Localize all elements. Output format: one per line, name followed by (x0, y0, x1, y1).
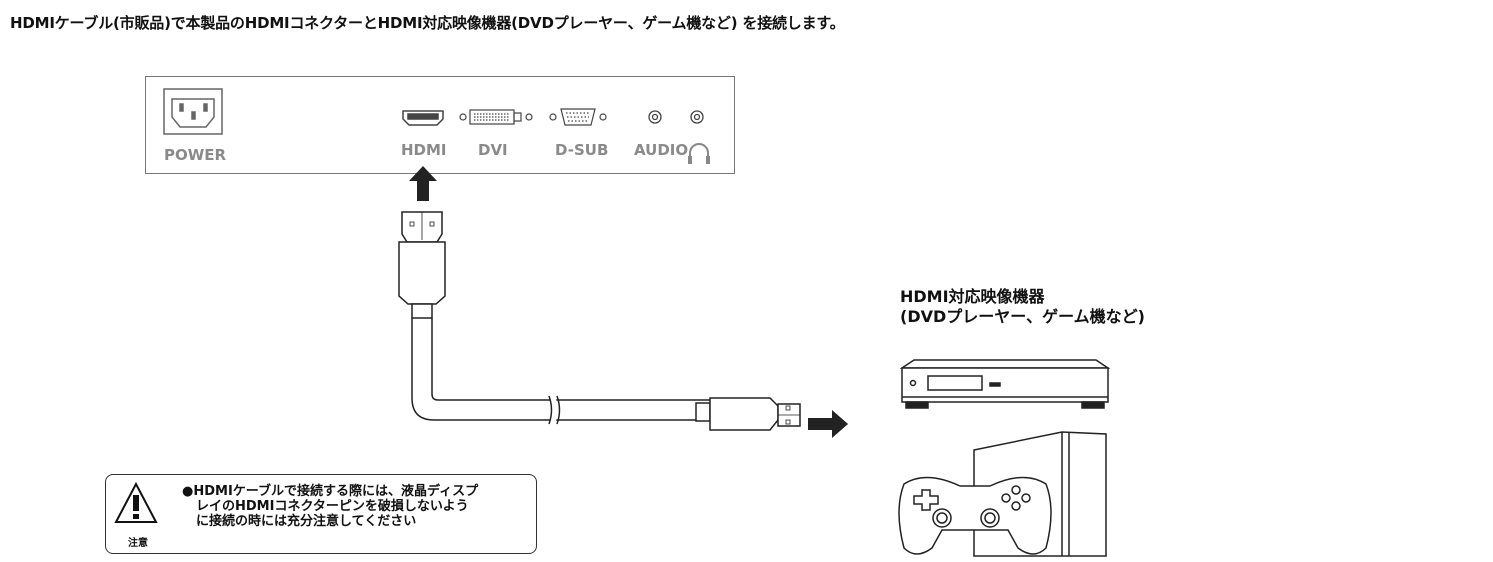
power-inlet-icon (163, 88, 223, 135)
hdmi-cable-plug-top (398, 211, 446, 319)
caution-line1: ●HDMIケーブルで接続する際には、液晶ディスプ (182, 484, 479, 499)
hdmi-label: HDMI (401, 141, 447, 159)
device-label-line1: HDMI対応映像機器 (900, 287, 1045, 306)
monitor-rear-panel (145, 76, 735, 174)
headphone-jack-icon (690, 110, 704, 124)
hdmi-cable (411, 318, 712, 426)
instruction-text: HDMIケーブル(市販品)で本製品のHDMIコネクターとHDMI対応映像機器(D… (10, 14, 845, 32)
device-label: HDMI対応映像機器 (DVDプレーヤー、ゲーム機など) (900, 287, 1145, 327)
caution-warning-icon (114, 481, 158, 523)
audio-label: AUDIO (634, 141, 689, 159)
hdmi-cable-plug-side (695, 397, 801, 431)
caution-text: ●HDMIケーブルで接続する際には、液晶ディスプ レイのHDMIコネクターピンを… (182, 484, 534, 529)
insert-arrow-right-icon (808, 410, 848, 438)
headphone-icon (688, 143, 710, 164)
device-label-line2: (DVDプレーヤー、ゲーム機など) (900, 307, 1145, 326)
audio-jack-icon (648, 110, 662, 124)
insert-arrow-up-icon (409, 166, 437, 201)
dvi-port-icon (459, 109, 533, 125)
caution-line3: に接続の時には充分注意してください (196, 514, 417, 529)
caution-label: 注意 (128, 538, 148, 549)
power-label: POWER (164, 146, 227, 164)
dvi-label: DVI (478, 141, 508, 159)
dvd-player-icon (899, 359, 1111, 409)
dsub-port-icon (549, 108, 607, 126)
caution-box (105, 474, 537, 554)
dsub-label: D-SUB (555, 141, 609, 159)
game-controller-icon (898, 476, 1052, 555)
hdmi-port-icon (402, 110, 444, 126)
caution-line2: レイのHDMIコネクターピンを破損しないよう (196, 499, 469, 514)
